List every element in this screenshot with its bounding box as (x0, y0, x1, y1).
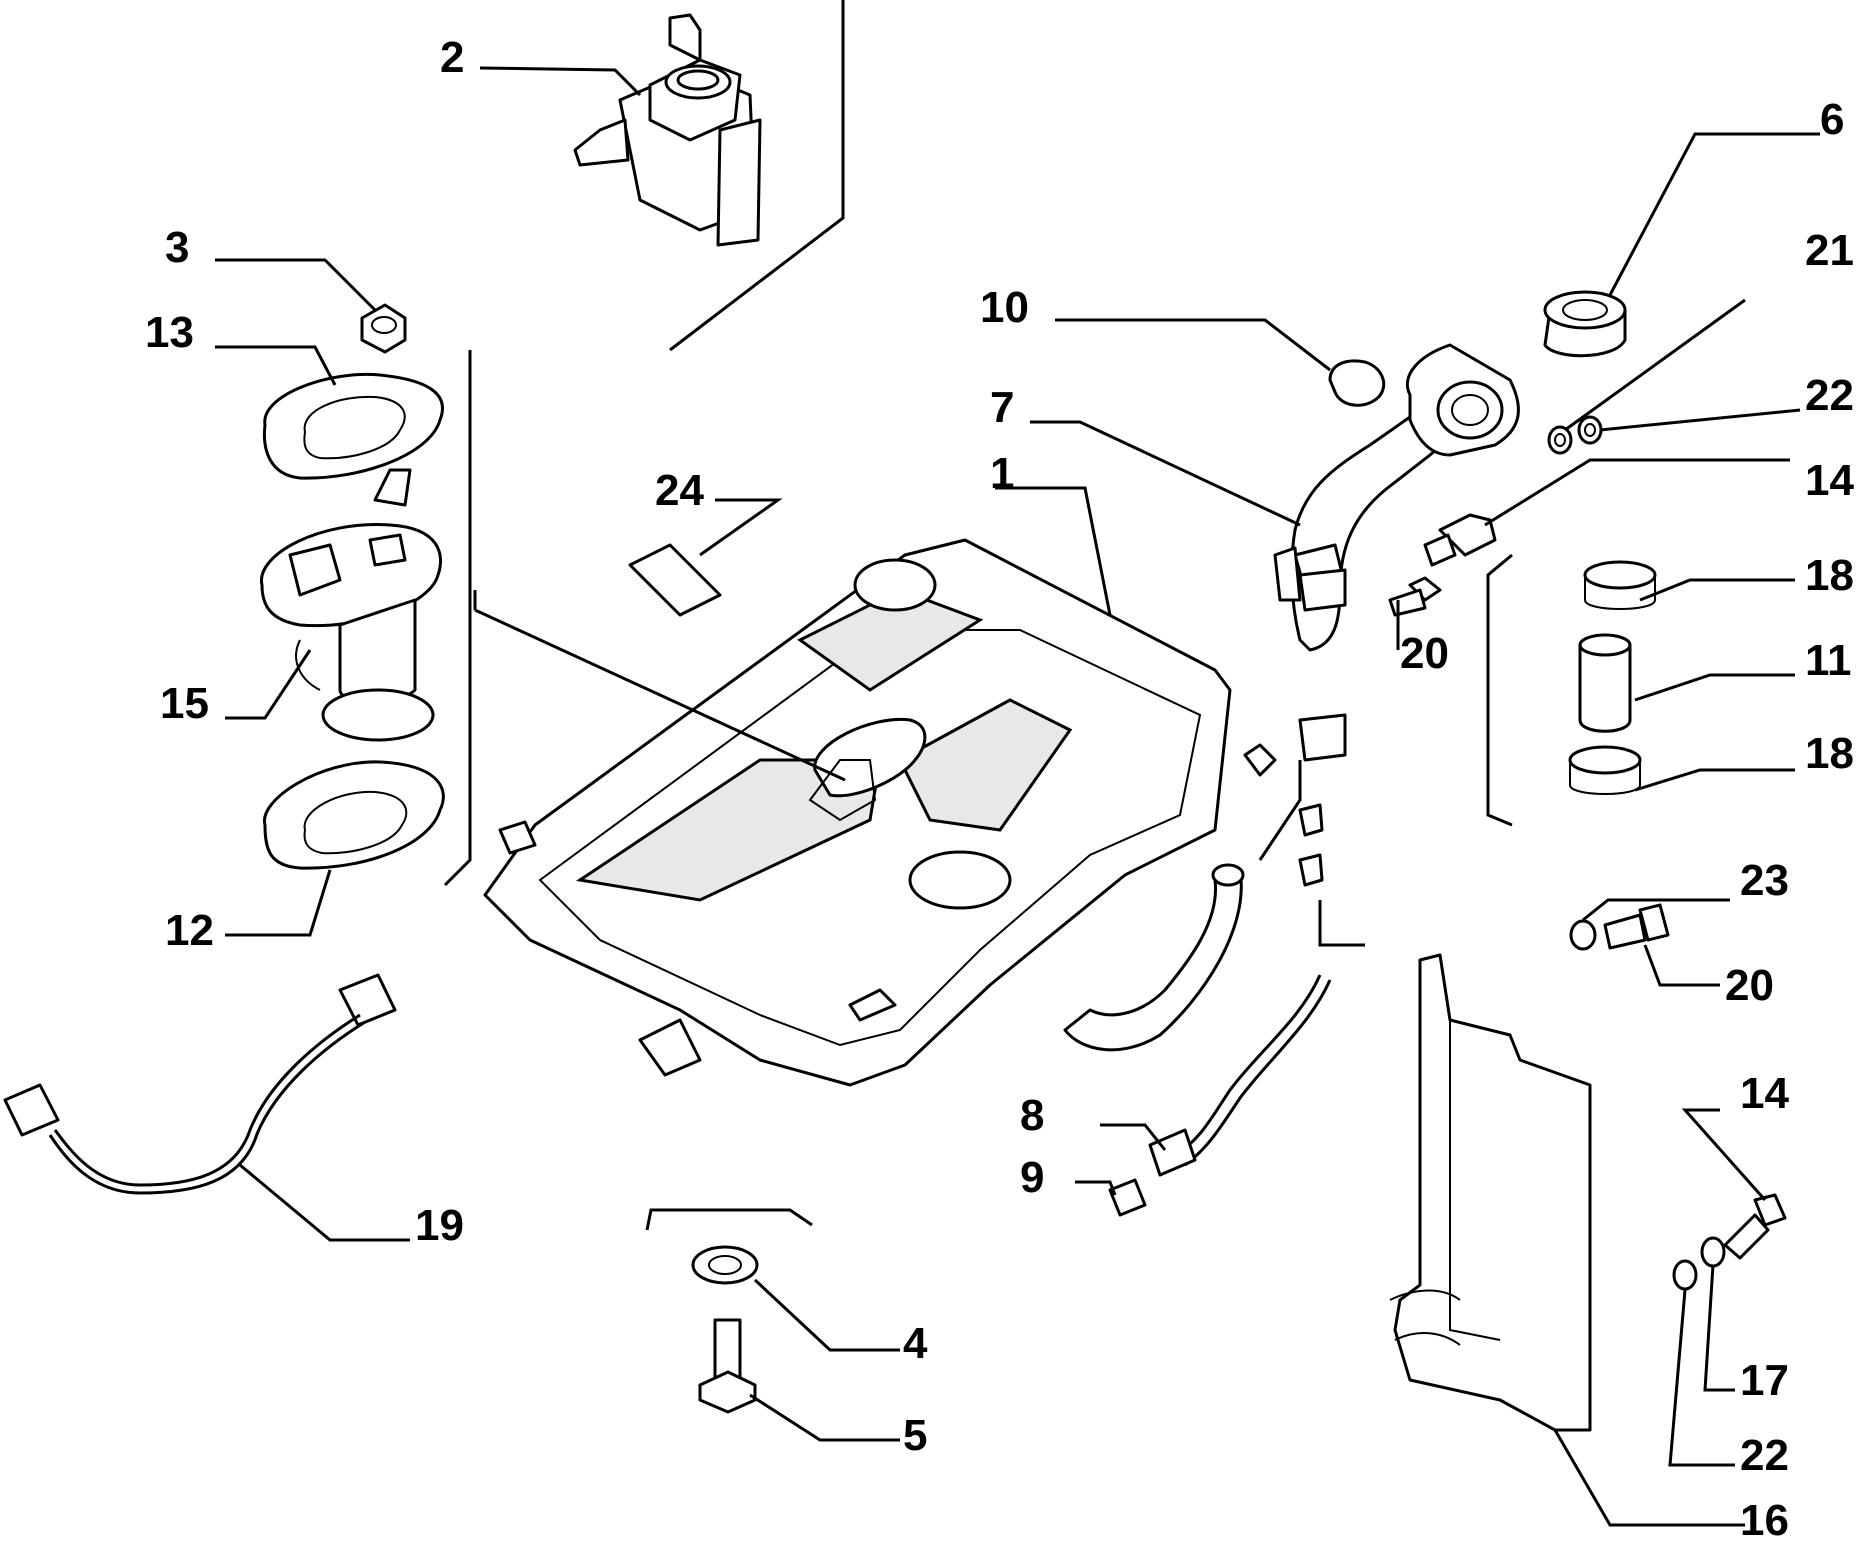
label-16: 16 (1740, 1496, 1789, 1545)
part-10-clip (1328, 359, 1386, 407)
part-6-fuel-cap (1543, 290, 1627, 358)
label-3: 3 (165, 223, 189, 272)
label-2: 2 (440, 33, 464, 82)
label-20: 20 (1400, 629, 1449, 678)
label-14-lower: 14 (1740, 1069, 1789, 1118)
label-12: 12 (165, 906, 214, 955)
label-13: 13 (145, 308, 194, 357)
label-24: 24 (655, 466, 704, 515)
part-12-gasket (263, 760, 445, 870)
part-23-washer (1569, 919, 1597, 951)
label-1: 1 (990, 449, 1014, 498)
part-1-fuel-tank (483, 538, 1232, 1087)
part-9-connector (1108, 1178, 1147, 1217)
part-3-nut (360, 303, 407, 354)
part-22-washer-lower (1672, 1259, 1698, 1291)
label-22: 22 (1805, 371, 1854, 420)
part-19-wiring-harness (3, 973, 397, 1195)
label-6: 6 (1820, 95, 1844, 144)
label-9: 9 (1020, 1153, 1044, 1202)
part-7-filler-neck (1243, 343, 1520, 887)
part-13-gasket (262, 372, 444, 480)
label-14: 14 (1805, 456, 1854, 505)
part-11-hose (1578, 633, 1632, 733)
label-22-lower: 22 (1740, 1431, 1789, 1480)
part-2-valve-bracket (573, 13, 762, 247)
part-17-washer (1700, 1236, 1726, 1268)
label-5: 5 (903, 1411, 927, 1460)
label-18-lower: 18 (1805, 729, 1854, 778)
part-20-bolt-lower (1603, 903, 1670, 950)
label-18: 18 (1805, 551, 1854, 600)
part-14-bolt-lower (1723, 1193, 1787, 1260)
part-18-clamp (1583, 560, 1657, 610)
part-24-label-plate (628, 543, 722, 617)
label-10: 10 (980, 283, 1029, 332)
label-23: 23 (1740, 856, 1789, 905)
part-22-washer (1577, 415, 1603, 445)
label-17: 17 (1740, 1356, 1789, 1405)
label-4: 4 (903, 1319, 928, 1368)
label-19: 19 (415, 1201, 464, 1250)
label-7: 7 (990, 383, 1014, 432)
part-18-clamp-lower (1568, 745, 1642, 795)
part-4-washer (691, 1245, 759, 1285)
part-8-fuel-line (1148, 974, 1332, 1177)
leader-lines (215, 66, 1820, 1527)
tank-return-pipe (1063, 863, 1245, 1052)
label-20-lower: 20 (1725, 961, 1774, 1010)
part-14-fitting (1423, 513, 1497, 567)
label-8: 8 (1020, 1091, 1044, 1140)
section-dividers (443, 0, 1513, 1231)
part-16-heat-shield (1389, 953, 1592, 1432)
label-15: 15 (160, 679, 209, 728)
part-5-bolt (698, 1318, 757, 1414)
part-21-washer (1547, 425, 1573, 455)
label-11: 11 (1805, 636, 1852, 685)
label-21: 21 (1805, 226, 1854, 275)
part-labels: 2 3 13 15 12 19 24 1 10 7 6 21 22 14 20 … (145, 33, 1854, 1545)
part-15-fuel-pump (260, 468, 442, 742)
